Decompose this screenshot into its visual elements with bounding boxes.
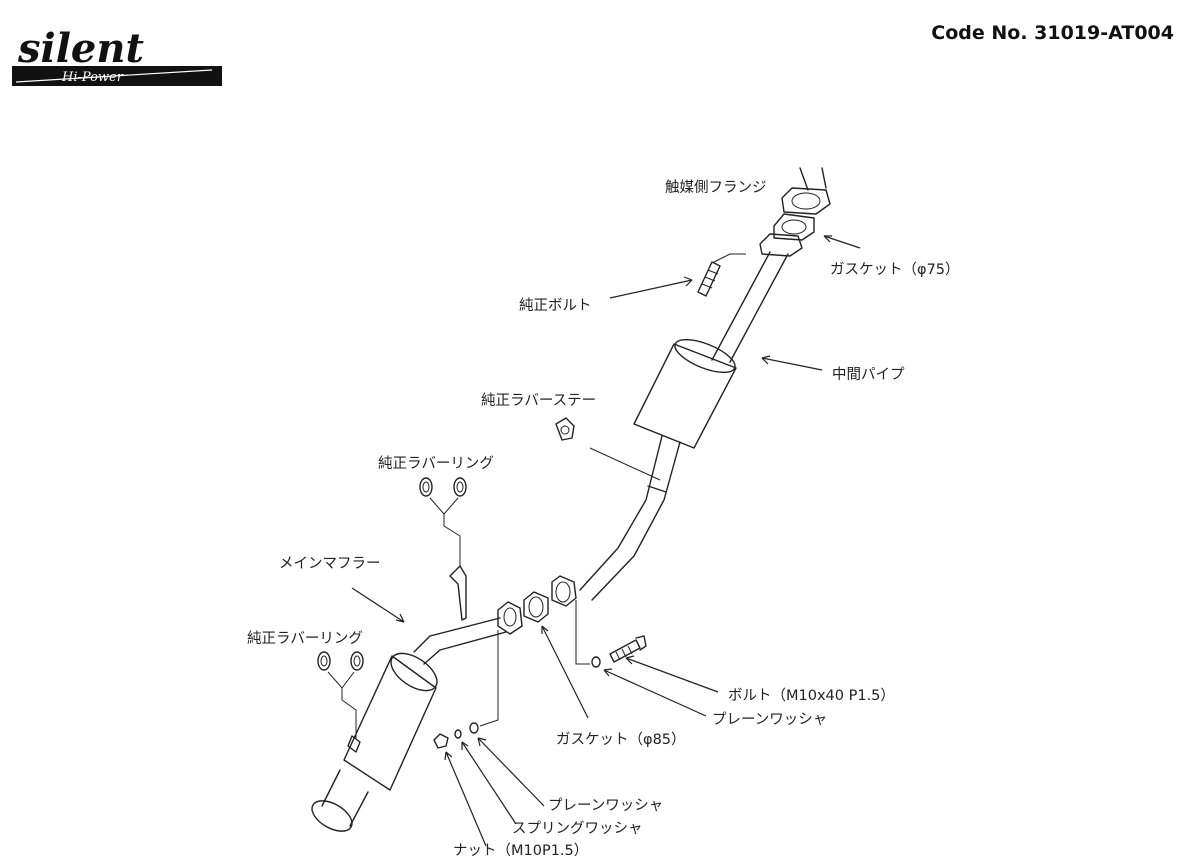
- label-gasket-85: ガスケット（φ85）: [556, 731, 686, 748]
- label-main-muffler: メインマフラー: [279, 556, 381, 572]
- arrow-gasket-75: [823, 235, 861, 249]
- rubber-rings-lower-part: [317, 651, 364, 738]
- center-pipe-part: [579, 233, 803, 601]
- arrow-spring-washer: [461, 741, 517, 825]
- bolt-m10-part: [575, 600, 647, 668]
- label-spring-washer: スプリングワッシャ: [512, 820, 643, 837]
- code-number: Code No. 31019-AT004: [931, 22, 1174, 44]
- arrow-plain-washer-right: [603, 669, 707, 717]
- label-center-pipe: 中間パイプ: [832, 366, 905, 383]
- arrow-gasket-85: [541, 625, 589, 719]
- arrow-oem-bolt: [609, 279, 693, 299]
- label-plain-washer-right: プレーンワッシャ: [712, 711, 827, 728]
- logo-wordmark: silent: [17, 26, 144, 72]
- label-nut-m10: ナット（M10P1.5）: [453, 842, 588, 856]
- arrow-plain-washer-bottom: [477, 737, 545, 807]
- mid-flange-part: [551, 575, 577, 607]
- muffler-flange-part: [497, 601, 523, 635]
- logo-subtext: Hi-Power: [61, 70, 124, 85]
- label-oem-bolt: 純正ボルト: [519, 297, 592, 314]
- arrow-main-muffler: [351, 587, 405, 623]
- label-oem-rubber-ring-upper: 純正ラバーリング: [378, 455, 494, 472]
- label-gasket-75: ガスケット（φ75）: [830, 261, 960, 278]
- arrow-center-pipe: [761, 357, 823, 371]
- gasket-75-part: [773, 213, 815, 241]
- cat-flange-part: [781, 167, 831, 215]
- label-plain-washer-bottom: プレーンワッシャ: [548, 797, 663, 814]
- label-oem-rubber-stay: 純正ラバーステー: [481, 392, 596, 409]
- leader-lines: [351, 235, 861, 847]
- nut-washer-part: [433, 630, 499, 749]
- label-cat-flange: 触媒側フランジ: [665, 179, 767, 196]
- rubber-rings-upper-part: [419, 477, 467, 621]
- silent-hi-power-logo: silent Hi-Power: [12, 26, 222, 86]
- oem-rubber-stay-part: [555, 417, 661, 481]
- main-muffler-part: [311, 617, 507, 832]
- arrow-nut: [445, 751, 487, 847]
- logo-swoosh: [15, 69, 213, 83]
- arrow-bolt: [625, 657, 719, 693]
- label-bolt-m10: ボルト（M10x40 P1.5）: [728, 687, 895, 704]
- oem-bolt-part: [697, 253, 746, 297]
- gasket-85-part: [523, 591, 549, 623]
- label-oem-rubber-ring-lower: 純正ラバーリング: [247, 630, 363, 647]
